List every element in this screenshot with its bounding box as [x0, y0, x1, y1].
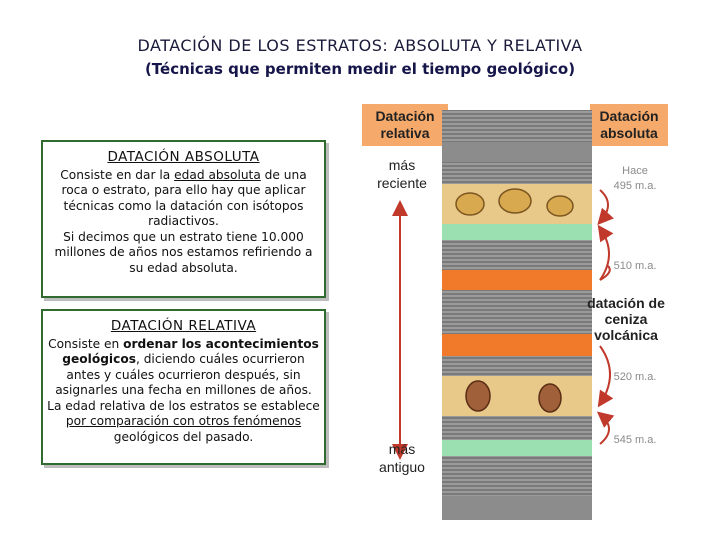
relativa-text: , diciendo cuáles ocurrieron antes y cuá… — [55, 352, 312, 397]
age-510: 510 m.a. — [614, 260, 657, 272]
shell-icon — [546, 195, 574, 217]
relativa-label-line2: relativa — [380, 125, 429, 141]
absoluta-box: DATACIÓN ABSOLUTA Consiste en dar la eda… — [41, 140, 326, 298]
volcanic-ash-layer — [442, 334, 592, 356]
hace-label: Hace — [622, 165, 648, 177]
relativa-text: La edad relativa de los estratos se esta… — [47, 398, 320, 413]
curved-arrow — [597, 189, 614, 225]
absoluta-paragraph-1: Consiste en dar la edad absoluta de una … — [47, 168, 320, 230]
page-subtitle: (Técnicas que permiten medir el tiempo g… — [144, 60, 576, 78]
absoluta-label-line1: Datación — [599, 108, 658, 124]
curved-arrow — [597, 224, 614, 281]
age-545: 545 m.a. — [614, 434, 657, 446]
mas-antiguo-line2: antiguo — [379, 459, 425, 475]
ceniza-line3: volcánica — [594, 327, 658, 343]
page-title: DATACIÓN DE LOS ESTRATOS: ABSOLUTA Y REL… — [137, 36, 583, 55]
relativa-box: DATACIÓN RELATIVA Consiste en ordenar lo… — [41, 309, 326, 465]
green-layer — [442, 224, 592, 240]
relativa-text: Consiste en — [48, 336, 124, 351]
trilobite-icon — [465, 380, 491, 412]
absoluta-label-line2: absoluta — [600, 125, 658, 141]
relativa-paragraph-2: La edad relativa de los estratos se esta… — [47, 399, 320, 446]
edad-absoluta-link[interactable]: edad absoluta — [174, 167, 261, 182]
age-520: 520 m.a. — [614, 371, 657, 383]
strata-diagram: Datación relativa Datación absoluta más … — [362, 104, 668, 520]
mas-antiguo-line1: más — [389, 441, 415, 457]
shell-icon — [498, 188, 532, 214]
absoluta-label-bg — [590, 104, 668, 146]
mas-reciente-line1: más — [389, 157, 415, 173]
trilobite-icon — [538, 383, 562, 413]
absoluta-text: de una roca o estrato, para ello hay que… — [61, 167, 307, 229]
relativa-text: geológicos del pasado. — [113, 429, 254, 444]
ceniza-line2: ceniza — [605, 311, 648, 327]
age-495: 495 m.a. — [614, 180, 657, 192]
relativa-bold-text: ordenar los acontecimientos geológicos — [62, 336, 319, 367]
curved-arrow — [597, 345, 614, 408]
strata-column — [442, 110, 592, 520]
mas-reciente-line2: reciente — [377, 175, 427, 191]
relativa-paragraph-1: Consiste en ordenar los acontecimientos … — [47, 337, 320, 399]
curved-arrow — [599, 265, 611, 281]
absoluta-heading: DATACIÓN ABSOLUTA — [107, 149, 260, 165]
shell-icon — [455, 192, 485, 216]
volcanic-ash-layer — [442, 270, 592, 290]
absoluta-paragraph-2: Si decimos que un estrato tiene 10.000 m… — [54, 229, 313, 275]
comparacion-link[interactable]: por comparación con otros fenómenos — [65, 414, 302, 428]
ceniza-line1: datación de — [587, 295, 665, 311]
curved-arrow — [596, 411, 615, 445]
relativa-label-line1: Datación — [375, 108, 434, 124]
relativa-heading: DATACIÓN RELATIVA — [110, 318, 257, 334]
fossil-trilobite-layer — [442, 376, 592, 416]
green-layer — [442, 440, 592, 456]
absoluta-text: Consiste en dar la — [60, 167, 175, 182]
relativa-label-bg — [362, 104, 448, 146]
